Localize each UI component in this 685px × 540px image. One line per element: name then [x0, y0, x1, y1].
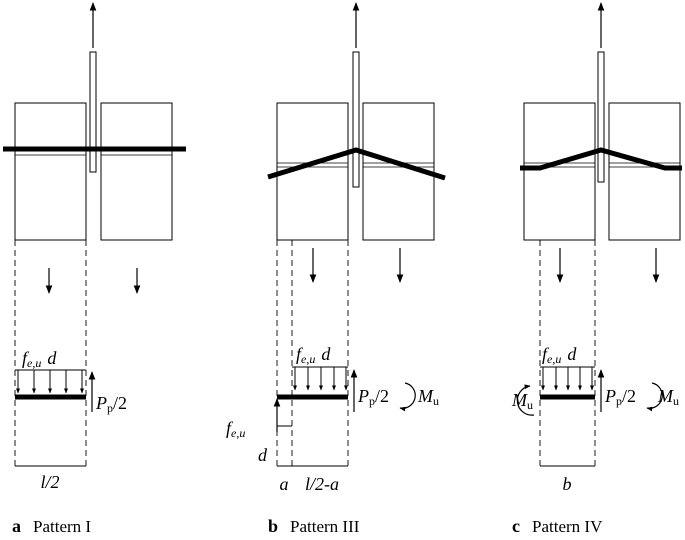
panel-c-steel-plate	[597, 51, 605, 183]
panel-c-moment-right-label: Mu	[657, 386, 679, 408]
panel-a-right-block	[100, 102, 173, 241]
panel-c-left-block	[523, 102, 596, 241]
panel-a-force-label: Pp/2	[95, 393, 127, 415]
panel-a-steel-plate	[89, 51, 97, 173]
panel-a-load-arrows	[16, 370, 84, 394]
panel-c-moment-left-label: Mu	[511, 390, 533, 412]
panel-c-specimen	[520, 2, 682, 241]
panel-b-reinforcement-bar	[267, 147, 446, 181]
panel-b-moment-label: Mu	[417, 386, 439, 408]
panel-b-moment-arrow	[399, 382, 416, 412]
panel-c-dim-label: b	[563, 474, 572, 494]
panel-c-reinforcement-bar	[520, 147, 682, 171]
panel-b-specimen	[267, 2, 446, 241]
panel-b-steel-plate	[352, 51, 360, 188]
panel-b-right-block	[362, 102, 435, 241]
panel-c-load-arrows	[541, 367, 594, 391]
panel-c-right-block	[608, 102, 681, 241]
panel-b-left-block	[276, 102, 349, 241]
panel-b-dim-b-label: l/2-a	[305, 474, 339, 494]
panel-a-left-block	[14, 102, 87, 241]
panel-c-force-label: Pp/2	[604, 386, 636, 408]
panel-c-moment-arrow-left	[516, 384, 535, 416]
panel-b-force-label: Pp/2	[357, 386, 389, 408]
panel-b-load2-d: d	[258, 445, 268, 465]
panel-a-dim-label: l/2	[40, 472, 59, 492]
panel-b-dim-a-label: a	[280, 474, 289, 494]
panel-b-load-arrows	[293, 367, 348, 391]
panel-c-moment-arrow-right	[646, 382, 663, 412]
panel-a-specimen	[3, 2, 186, 241]
panel-b-load2-label: fe,u	[226, 418, 245, 440]
